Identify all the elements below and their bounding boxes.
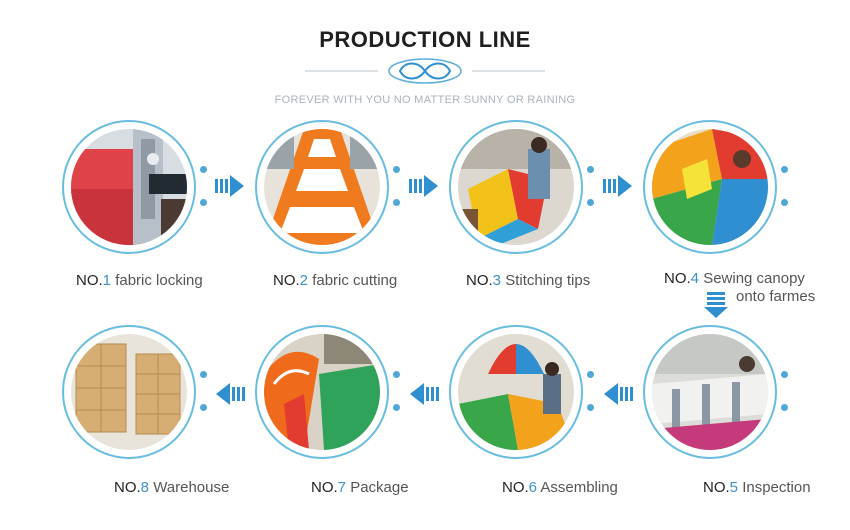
fabric-locking-image <box>71 129 187 245</box>
step-3-photo <box>449 120 583 254</box>
step-5-connector-dot-top <box>780 370 789 379</box>
step-4-connector-dot-top <box>780 165 789 174</box>
step-6-label: NO.6 Assembling <box>502 479 618 496</box>
arrow-left-icon <box>216 383 245 405</box>
inspection-image <box>652 334 768 450</box>
step-7-connector-dot-bottom <box>392 403 401 412</box>
step-2-photo <box>255 120 389 254</box>
package-image <box>264 334 380 450</box>
assembling-image <box>458 334 574 450</box>
step-4-photo <box>643 120 777 254</box>
step-8-photo <box>62 325 196 459</box>
step-3-connector-dot-bottom <box>586 198 595 207</box>
step-8-connector-dot-top <box>199 370 208 379</box>
step-6-connector-dot-bottom <box>586 403 595 412</box>
step-1-label: NO.1 fabric locking <box>76 272 203 289</box>
step-7-label: NO.7 Package <box>311 479 409 496</box>
fabric-cutting-image <box>264 129 380 245</box>
step-3-connector-dot-top <box>586 165 595 174</box>
step-1-connector-dot-bottom <box>199 198 208 207</box>
step-2-connector-dot-bottom <box>392 198 401 207</box>
arrow-left-icon <box>604 383 633 405</box>
step-5-photo <box>643 325 777 459</box>
step-7-photo <box>255 325 389 459</box>
step-3-label: NO.3 Stitching tips <box>466 272 591 289</box>
step-4-label: NO.4 Sewing canopy onto farmes <box>664 270 816 305</box>
step-5-label: NO.5 Inspection <box>703 479 811 496</box>
arrow-left-icon <box>410 383 439 405</box>
page-title: PRODUCTION LINE <box>319 27 531 52</box>
arrow-down-icon <box>704 292 728 318</box>
warehouse-image <box>71 334 187 450</box>
stitching-tips-image <box>458 129 574 245</box>
arrow-right-icon <box>215 175 244 197</box>
step-6-connector-dot-top <box>586 370 595 379</box>
step-4-connector-dot-bottom <box>780 198 789 207</box>
step-8-label: NO.8 Warehouse <box>114 479 230 496</box>
step-2-connector-dot-top <box>392 165 401 174</box>
step-6-photo <box>449 325 583 459</box>
step-1-connector-dot-top <box>199 165 208 174</box>
step-1-photo <box>62 120 196 254</box>
sewing-canopy-image <box>652 129 768 245</box>
step-2-label: NO.2 fabric cutting <box>273 272 398 289</box>
page-subtitle: FOREVER WITH YOU NO MATTER SUNNY OR RAIN… <box>274 94 576 106</box>
step-5-connector-dot-bottom <box>780 403 789 412</box>
title-divider-ornament <box>305 58 545 84</box>
step-7-connector-dot-top <box>392 370 401 379</box>
step-8-connector-dot-bottom <box>199 403 208 412</box>
arrow-right-icon <box>603 175 632 197</box>
arrow-right-icon <box>409 175 438 197</box>
